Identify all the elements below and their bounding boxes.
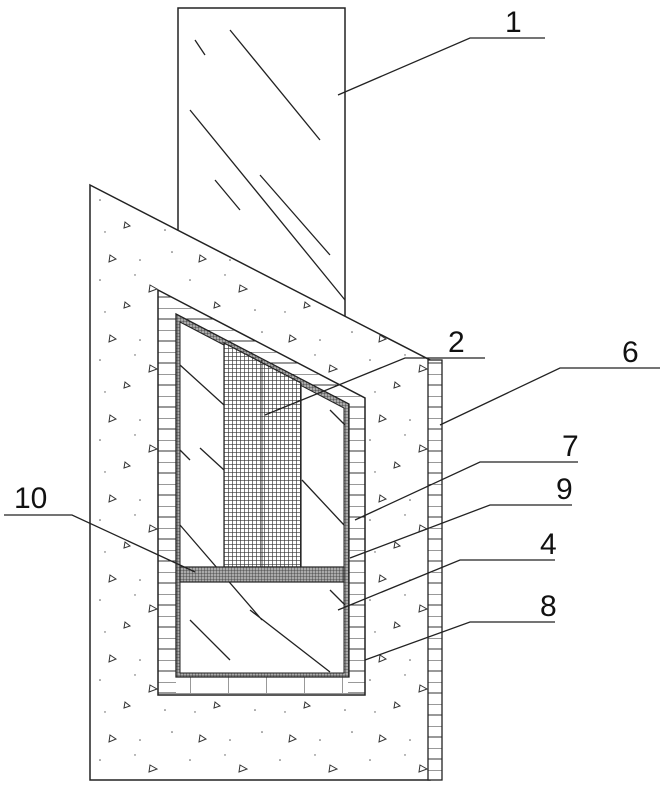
leader-4: [337, 559, 555, 611]
band-10: [179, 566, 345, 583]
leader-2: [264, 357, 485, 416]
leader-lines: [4, 37, 660, 661]
label-9: 9: [556, 473, 573, 506]
label-4: 4: [540, 528, 557, 561]
label-6: 6: [622, 336, 639, 369]
leader-7: [354, 461, 578, 521]
leader-9: [349, 504, 572, 559]
label-7: 7: [562, 430, 579, 463]
label-1: 1: [505, 6, 522, 39]
leader-10: [4, 514, 196, 573]
label-2: 2: [448, 326, 465, 359]
label-10: 10: [14, 482, 47, 515]
leader-8: [364, 621, 555, 661]
leader-1: [337, 37, 545, 96]
leader-6: [439, 367, 660, 426]
core-2: [223, 342, 302, 568]
label-8: 8: [540, 590, 557, 623]
